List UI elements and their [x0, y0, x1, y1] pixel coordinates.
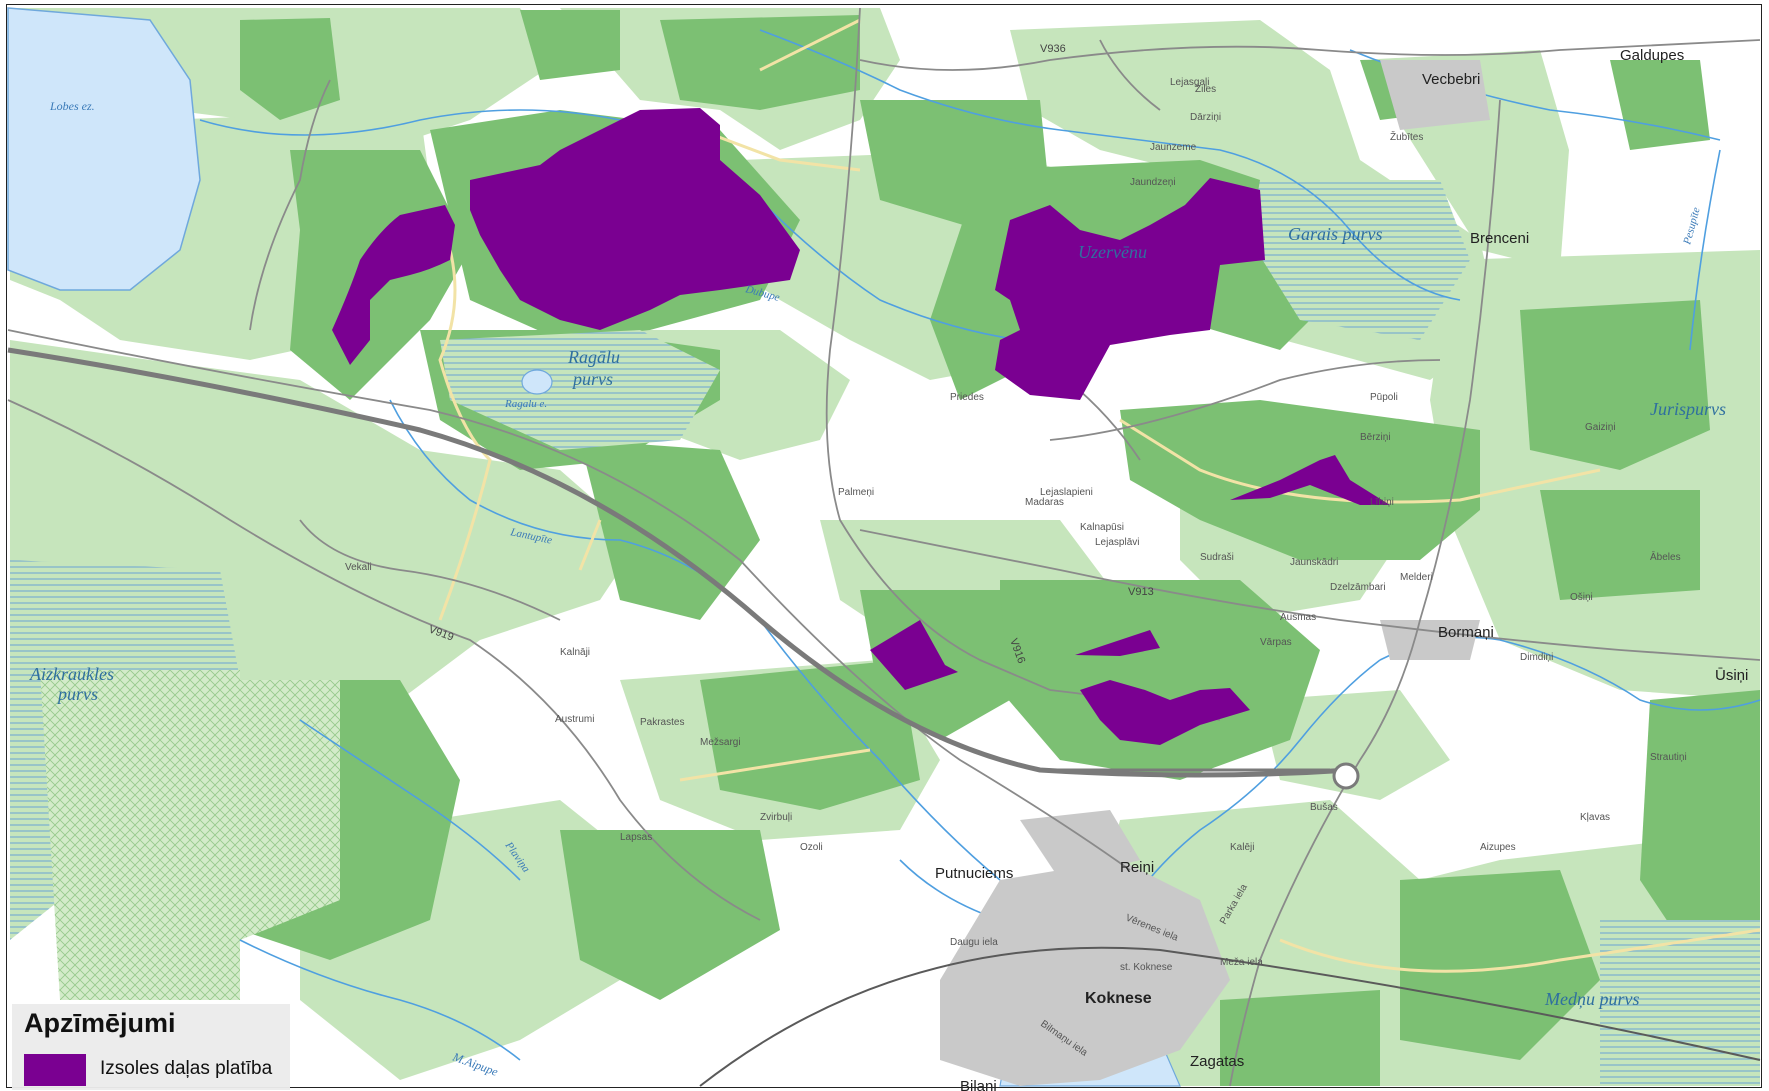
auction-areas[interactable]	[332, 108, 1390, 745]
legend-swatch-auction-area	[24, 1054, 86, 1086]
bog-layer	[10, 180, 1760, 1086]
label-palmeni: Palmeņi	[838, 487, 874, 498]
label-vekali: Vekali	[345, 562, 372, 573]
label-zagatas: Zagatas	[1190, 1053, 1244, 1070]
label-aizkraukles-bog-1: Aizkraukles	[29, 664, 114, 684]
label-mednu-bog: Medņu purvs	[1544, 989, 1639, 1009]
minor-place-label: Lejasplāvi	[1095, 537, 1139, 548]
label-koknese: Koknese	[1085, 990, 1152, 1007]
minor-place-label: Ozoli	[800, 842, 823, 853]
label-usini: Ūsiņi	[1715, 667, 1748, 684]
lobes-lake	[7, 7, 201, 291]
minor-place-label: Bērziņi	[1360, 432, 1391, 443]
label-bilani: Bilaņi	[960, 1078, 997, 1091]
ragalu-lake	[521, 369, 553, 395]
minor-place-label: Ošiņi	[1570, 592, 1593, 603]
legend-title: Apzīmējumi	[24, 1008, 176, 1038]
minor-place-label: Mežsargi	[700, 737, 741, 748]
label-ragalu-bog-2: purvs	[571, 369, 613, 389]
highway-layer	[7, 347, 1761, 1087]
label-reini: Reiņi	[1120, 859, 1154, 876]
minor-place-label: Jaunskādri	[1290, 557, 1338, 568]
label-meza-iela: Meža iela	[1220, 957, 1263, 968]
minor-place-label: Žubītes	[1390, 130, 1423, 143]
minor-place-label: Zvirbuļi	[760, 812, 792, 823]
minor-place-label: Jaunzeme	[1150, 142, 1197, 153]
label-austrumi: Austrumi	[555, 714, 594, 725]
minor-place-label: Aizupes	[1480, 842, 1516, 853]
minor-place-label: Ausmas	[1280, 612, 1316, 623]
auction-area-south-west[interactable]	[870, 620, 958, 690]
minor-place-label: Kļavas	[1580, 812, 1610, 823]
minor-place-label: Dimdiņi	[1520, 652, 1553, 663]
minor-place-label: Gaiziņi	[1585, 422, 1616, 433]
label-ragalu-bog-1: Ragālu	[567, 347, 620, 367]
auction-area-south-main[interactable]	[1080, 680, 1250, 745]
minor-place-label: Madaras	[1025, 497, 1064, 508]
label-road-v936: V936	[1040, 43, 1066, 55]
minor-place-label: Lībiņi	[1370, 497, 1394, 508]
minor-place-label: Ziles	[1195, 84, 1216, 95]
label-aizkraukles-bog-2: purvs	[56, 684, 98, 704]
label-garais-bog: Garais purvs	[1288, 224, 1383, 244]
label-ragalu-lake: Ragalu e.	[504, 398, 547, 410]
minor-place-label: Pakrastes	[640, 717, 684, 728]
label-road-v913: V913	[1128, 586, 1154, 598]
legend: Apzīmējumi Izsoles daļas platība	[12, 1004, 290, 1090]
minor-place-label: Melderi	[1400, 572, 1433, 583]
minor-place-label: Priedes	[950, 392, 984, 403]
minor-place-label: Ābeles	[1650, 551, 1681, 563]
town-layer	[940, 60, 1490, 1086]
minor-place-label: Lapsas	[620, 832, 652, 843]
label-uzervenu: Uzervēnu	[1078, 242, 1147, 262]
minor-place-label: Dzelzāmbari	[1330, 582, 1386, 593]
label-galdupes: Galdupes	[1620, 47, 1684, 64]
minor-place-label: Kalnāji	[560, 647, 590, 658]
minor-place-label: Lejasgaļi	[1170, 77, 1209, 88]
auction-area-ragalu-west[interactable]	[332, 205, 455, 365]
label-lobes-lake: Lobes ez.	[49, 99, 95, 113]
minor-place-label: Pūpoli	[1370, 392, 1398, 403]
auction-area-east-strip[interactable]	[1230, 455, 1390, 505]
label-daugu-iela: Daugu iela	[950, 937, 998, 948]
minor-place-label: Kalēji	[1230, 842, 1254, 853]
label-bormani: Bormaņi	[1438, 624, 1494, 641]
minor-place-label: Strautiņi	[1650, 752, 1687, 763]
label-st-koknese: st. Koknese	[1120, 962, 1173, 973]
label-jaundzeni: Jaundzeņi	[1130, 177, 1176, 188]
minor-place-label: Kalnapūsi	[1080, 522, 1124, 533]
minor-place-label: Vārpas	[1260, 637, 1292, 648]
river-layer	[199, 29, 1761, 1061]
label-brenceni: Brenceni	[1470, 230, 1529, 247]
minor-place-label: Bušas	[1310, 802, 1338, 813]
legend-label-auction-area: Izsoles daļas platība	[100, 1058, 273, 1079]
auction-area-ragalu-main[interactable]	[470, 108, 800, 330]
auction-area-south-strip[interactable]	[1075, 630, 1160, 656]
minor-place-label: Dārziņi	[1190, 112, 1221, 123]
label-putnuciems: Putnuciems	[935, 865, 1013, 882]
minor-place-label: Sudraši	[1200, 552, 1234, 563]
label-lejaslapieni: Lejaslapieni	[1040, 487, 1093, 498]
label-vecbebri: Vecbebri	[1422, 71, 1480, 88]
auction-area-uzervenu[interactable]	[995, 178, 1265, 400]
forest-road-layer	[438, 18, 1761, 973]
label-jurispurvs: Jurispurvs	[1650, 399, 1726, 419]
